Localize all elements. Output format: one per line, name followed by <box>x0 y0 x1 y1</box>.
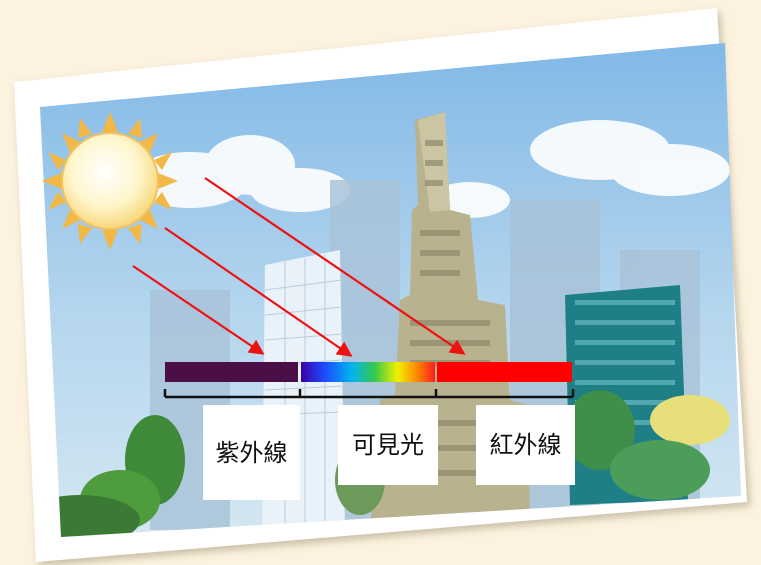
ray-arrow-ultraviolet <box>132 265 265 355</box>
visible-light-label: 可見光 <box>338 405 438 485</box>
ray-arrow-infrared <box>204 177 466 355</box>
spectrum-bracket <box>163 389 575 399</box>
visible-light-bar <box>301 362 435 382</box>
ultraviolet-bar <box>165 362 298 382</box>
infrared-label: 紅外線 <box>476 405 575 485</box>
sun-icon <box>42 112 178 250</box>
light-rays <box>132 177 466 357</box>
ultraviolet-label: 紫外線 <box>203 405 300 500</box>
ray-arrow-visible <box>164 227 353 357</box>
infrared-bar <box>437 362 572 382</box>
